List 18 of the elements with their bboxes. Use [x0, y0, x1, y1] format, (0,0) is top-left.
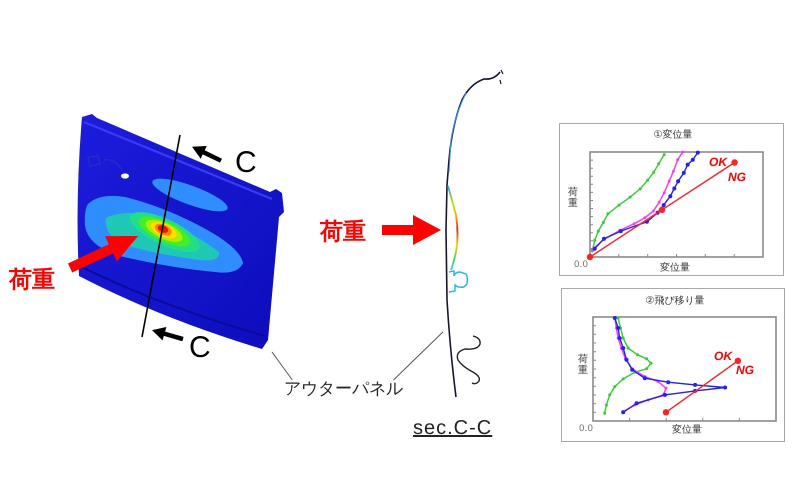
section-label: C [189, 331, 211, 366]
x-axis-label: 変位量 [672, 424, 702, 436]
section-title: sec.C-C [413, 417, 492, 440]
section-label: C [235, 146, 257, 180]
leader-line [393, 331, 444, 380]
chart-title: ①変位量 [654, 129, 692, 141]
annotation-label: OK [714, 350, 732, 364]
load-label: 荷重 [320, 219, 366, 246]
callout-label: アウターパネル [284, 380, 403, 400]
tick-label: 0.0 [578, 424, 594, 434]
x-axis-label: 変位量 [660, 262, 690, 274]
annotation-label: NG [736, 364, 754, 378]
y-axis-label: 荷重 [578, 354, 588, 376]
y-axis-label: 荷重 [568, 187, 578, 209]
load-label: 荷重 [9, 267, 55, 294]
chart-title: ②飛び移り量 [646, 295, 704, 307]
tick-label: 0.0 [574, 260, 588, 270]
leader-line [272, 352, 293, 380]
